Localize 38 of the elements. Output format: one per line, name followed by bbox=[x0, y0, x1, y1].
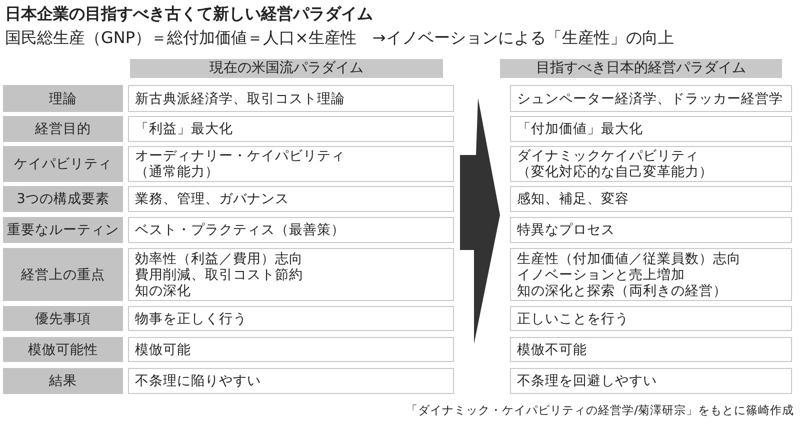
cell-text: 業務、管理、ガバナンス bbox=[135, 191, 290, 207]
row-header: 経営上の重点 bbox=[3, 248, 123, 301]
row-header: ケイパビリティ bbox=[3, 146, 123, 182]
cell-text: 知の深化と探索（両利きの経営） bbox=[517, 282, 728, 298]
source-note: 「ダイナミック・ケイパビリティの経営学/菊澤研宗」をもとに篠崎作成 bbox=[406, 403, 794, 418]
cell-text: 感知、補足、変容 bbox=[517, 191, 630, 207]
cell-text: 物事を正しく行う bbox=[135, 310, 248, 326]
cell-text: 「利益」最大化 bbox=[135, 121, 234, 137]
title: 日本企業の目指すべき古くて新しい経営パラダイム bbox=[5, 4, 373, 25]
cell-text: 模倣可能 bbox=[135, 342, 192, 358]
cell-text: 不条理を回避しやすい bbox=[517, 373, 658, 389]
cell-text: 知の深化 bbox=[135, 282, 192, 298]
cell-text: ダイナミックケイパビリティ bbox=[517, 148, 700, 164]
row-header: 重要なルーティン bbox=[3, 217, 123, 243]
cell-text: 生産性（付加価値／従業員数）志向 bbox=[517, 250, 742, 266]
cell-text: ベスト・プラクティス（最善策） bbox=[135, 222, 346, 238]
row-header: 模倣可能性 bbox=[3, 337, 123, 362]
cell-text: 模倣不可能 bbox=[517, 342, 588, 358]
cell-text: 費用削減、取引コスト節約 bbox=[135, 266, 304, 282]
cell-text: 特異なプロセス bbox=[517, 222, 616, 238]
cell-text: シュンペーター経済学、ドラッカー経営学 bbox=[517, 90, 784, 106]
cell-text: 効率性（利益／費用）志向 bbox=[135, 250, 304, 266]
cell-text: （通常能力） bbox=[135, 164, 220, 180]
column-header: 目指すべき日本的経営パラダイム bbox=[500, 59, 782, 78]
row-header: 3つの構成要素 bbox=[3, 186, 123, 212]
row-header: 経営目的 bbox=[3, 116, 123, 142]
cell-text: 正しいことを行う bbox=[517, 310, 630, 326]
cell-text: （変化対応的な自己変革能力） bbox=[517, 164, 714, 180]
row-header: 優先事項 bbox=[3, 306, 123, 331]
row-header: 結果 bbox=[3, 368, 123, 394]
cell-text: 新古典派経済学、取引コスト理論 bbox=[135, 90, 346, 106]
cell-text: オーディナリー・ケイパビリティ bbox=[135, 148, 346, 164]
cell-text: 「付加価値」最大化 bbox=[517, 121, 644, 137]
cell-text: 不条理に陥りやすい bbox=[135, 373, 262, 389]
column-header: 現在の米国流パラダイム bbox=[130, 59, 443, 78]
row-header: 理論 bbox=[3, 85, 123, 112]
cell-text: イノベーションと売上増加 bbox=[517, 266, 686, 282]
subtitle: 国民総生産（GNP）＝総付加価値＝人口×生産性 →イノベーションによる「生産性」の向上 bbox=[5, 28, 675, 49]
